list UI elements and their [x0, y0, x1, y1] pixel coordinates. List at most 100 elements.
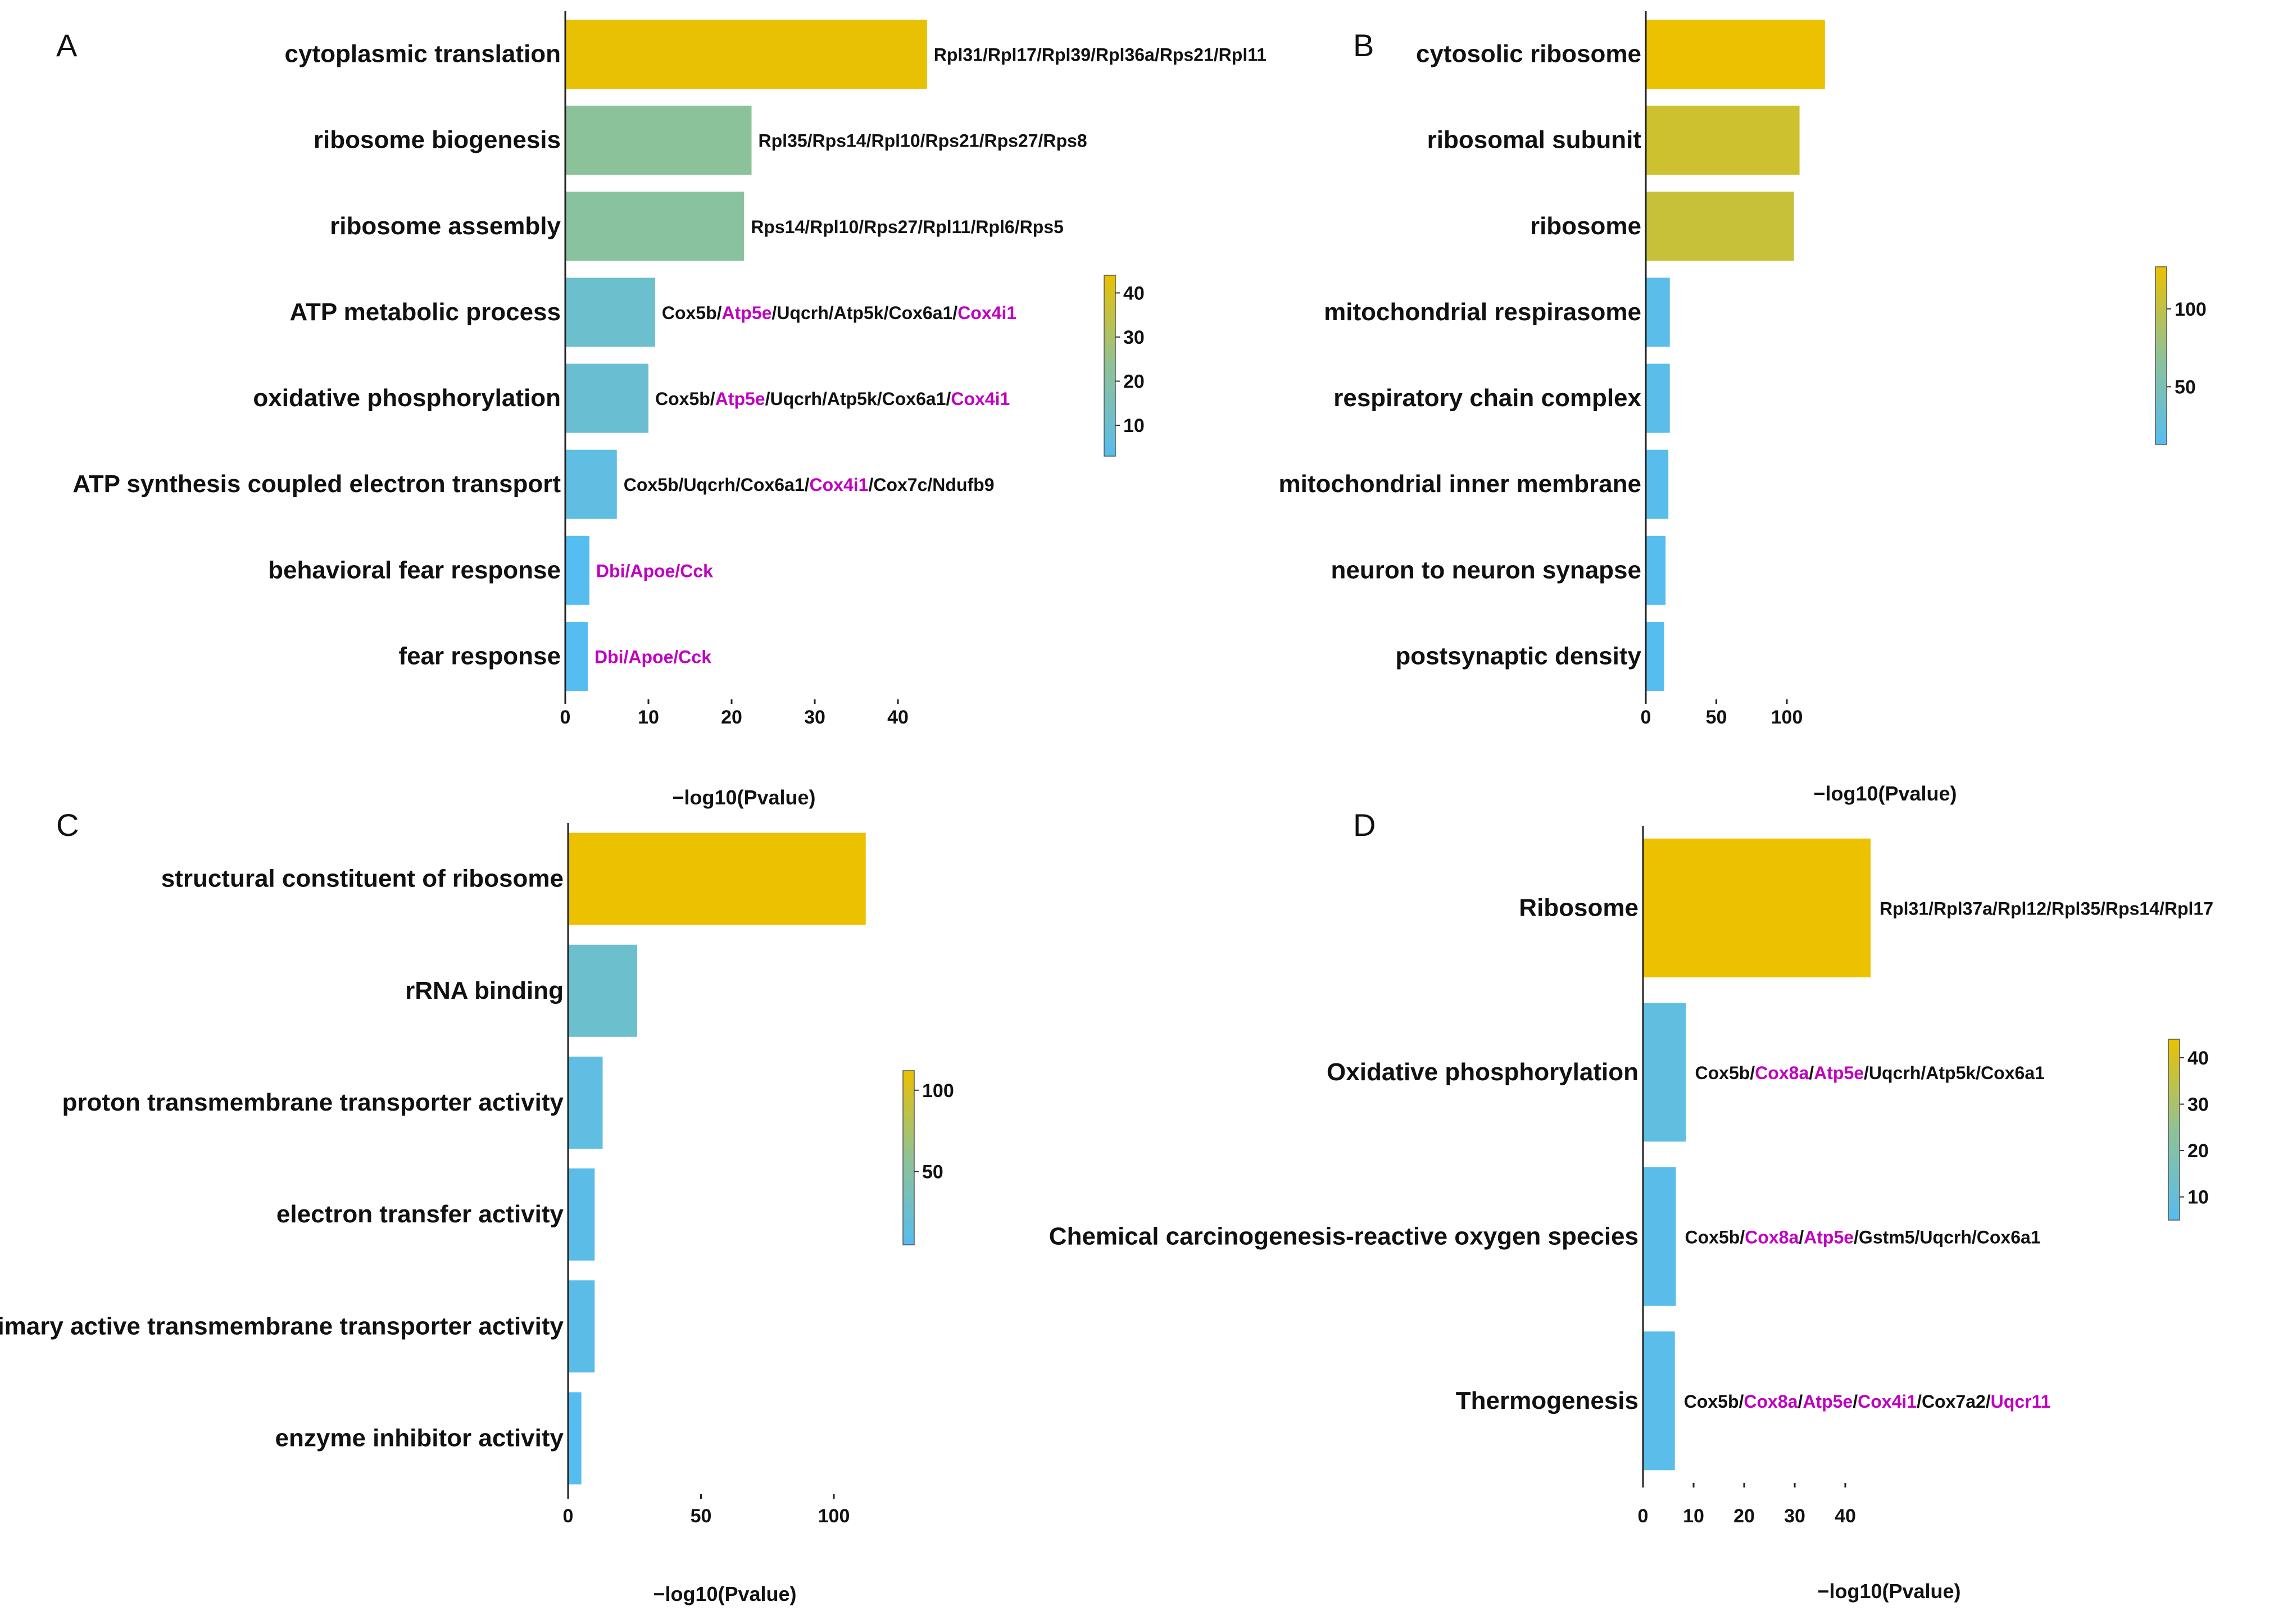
panel-a-bar — [565, 363, 648, 433]
panel-a-colorbar-tick-label: 40 — [1123, 283, 1145, 304]
panel-c-category-label: rRNA binding — [405, 977, 564, 1004]
panel-c-x-axis-label: −log10(Pvalue) — [653, 1582, 796, 1605]
panel-b-category-label: postsynaptic density — [1395, 642, 1641, 670]
panel-d-x-tick-label: 40 — [1835, 1505, 1856, 1527]
panel-a-letter: A — [56, 28, 78, 63]
panel-d-chart: D Ribosome Rpl31/Rpl37a/Rpl12/Rpl35/Rps14/… — [1049, 807, 2213, 1603]
panel-a-colorbar-tick-label: 20 — [1123, 371, 1145, 392]
panel-d-category-label: Thermogenesis — [1456, 1387, 1639, 1414]
panel-a-category-label: oxidative phosphorylation — [253, 384, 561, 412]
panel-a-category-label: ribosome biogenesis — [314, 126, 561, 154]
panel-d-x-tick-label: 30 — [1784, 1505, 1805, 1527]
panel-b-colorbar-tick-label: 100 — [2175, 299, 2207, 320]
panel-c-category-label: primary active transmembrane transporter… — [0, 1312, 564, 1340]
panel-b-category-label: mitochondrial inner membrane — [1279, 470, 1641, 498]
panel-b-bar — [1646, 621, 1664, 691]
panel-a-x-tick-label: 20 — [721, 707, 742, 728]
panel-a-category-label: ATP metabolic process — [289, 298, 561, 326]
panel-a-bar — [565, 20, 927, 89]
panel-a-category-label: ribosome assembly — [330, 212, 561, 240]
panel-d-bar — [1643, 1331, 1675, 1471]
panel-a-bar — [565, 192, 745, 261]
panel-b-letter: B — [1353, 28, 1374, 63]
panel-c-category-label: enzyme inhibitor activity — [275, 1424, 564, 1452]
panel-d-gene-list: Cox5b/Cox8a/Atp5e/Uqcrh/Atp5k/Cox6a1 — [1695, 1063, 2045, 1083]
panel-d-x-tick-label: 0 — [1638, 1505, 1649, 1527]
panel-b-bar — [1646, 278, 1670, 347]
panel-b-category-label: ribosomal subunit — [1427, 126, 1642, 154]
panel-a-gene-list: Dbi/Apoe/Cck — [594, 647, 711, 667]
panel-d-colorbar-tick-label: 10 — [2187, 1187, 2209, 1208]
panel-a-gene-list: Cox5b/Atp5e/Uqcrh/Atp5k/Cox6a1/Cox4i1 — [662, 303, 1016, 323]
panel-b-category-label: cytosolic ribosome — [1416, 40, 1641, 68]
panel-c-colorbar-tick-label: 100 — [922, 1080, 954, 1102]
panel-d-gene-list: Rpl31/Rpl37a/Rpl12/Rpl35/Rps14/Rpl17 — [1880, 898, 2213, 918]
panel-a-x-tick-label: 10 — [638, 707, 659, 728]
panel-a-bar — [565, 621, 588, 691]
panel-c-category-label: structural constituent of ribosome — [161, 865, 564, 893]
panel-a-colorbar-tick-label: 30 — [1123, 327, 1145, 348]
panel-b-category-label: respiratory chain complex — [1333, 384, 1641, 412]
panel-a-gene-list: Rpl35/Rps14/Rpl10/Rps21/Rps27/Rps8 — [759, 131, 1087, 151]
panel-c-bar — [568, 944, 637, 1037]
panel-a-category-label: cytoplasmic translation — [285, 40, 561, 68]
panel-c-x-tick-label: 100 — [818, 1505, 850, 1527]
panel-c-bar — [568, 1056, 603, 1149]
panel-a-gene-list: Dbi/Apoe/Cck — [596, 561, 713, 581]
panel-a-x-tick-label: 30 — [804, 707, 825, 728]
panel-c-x-tick-label: 50 — [691, 1505, 712, 1527]
panel-d-gene-list: Cox5b/Cox8a/Atp5e/Gstm5/Uqcrh/Cox6a1 — [1685, 1227, 2041, 1247]
panel-d-letter: D — [1353, 807, 1376, 843]
panel-b-bar — [1646, 449, 1669, 519]
panel-b-category-label: ribosome — [1530, 212, 1641, 240]
panel-c-letter: C — [56, 807, 79, 843]
panel-a-category-label: fear response — [398, 642, 561, 670]
panel-a-bar — [565, 535, 589, 605]
panel-d-x-axis-label: −log10(Pvalue) — [1817, 1580, 1960, 1603]
panel-c-x-tick-label: 0 — [563, 1505, 574, 1527]
panel-b-x-tick-label: 100 — [1771, 707, 1803, 728]
panel-c-bar — [568, 1280, 595, 1373]
panel-a-gene-list: Cox5b/Atp5e/Uqcrh/Atp5k/Cox6a1/Cox4i1 — [655, 389, 1010, 409]
panel-b-colorbar-tick-label: 50 — [2175, 376, 2196, 398]
panel-c-bar — [568, 1392, 582, 1485]
panel-a-colorbar — [1104, 275, 1116, 457]
panel-b-bar — [1646, 106, 1800, 175]
panel-b-x-axis-label: −log10(Pvalue) — [1813, 782, 1957, 805]
panel-d-colorbar-tick-label: 20 — [2187, 1140, 2209, 1162]
panel-b-bar — [1646, 535, 1666, 605]
panel-d-category-label: Chemical carcinogenesis-reactive oxygen … — [1049, 1222, 1639, 1250]
panel-d-gene-list: Cox5b/Cox8a/Atp5e/Cox4i1/Cox7a2/Uqcr11 — [1684, 1391, 2051, 1412]
panel-b-bar — [1646, 363, 1670, 433]
panel-d-x-tick-label: 10 — [1683, 1505, 1704, 1527]
panel-a-x-tick-label: 40 — [887, 707, 909, 728]
panel-a-bar — [565, 449, 617, 519]
panel-c-category-label: proton transmembrane transporter activit… — [62, 1089, 564, 1116]
panel-c-bar — [568, 1168, 595, 1261]
panel-a-x-tick-label: 0 — [560, 707, 571, 728]
panel-b-bar — [1646, 20, 1825, 89]
panel-a-x-axis-label: −log10(Pvalue) — [672, 786, 815, 809]
panel-d-bar — [1643, 1003, 1686, 1142]
panel-a-bar — [565, 278, 655, 347]
panel-b-x-tick-label: 50 — [1706, 707, 1727, 728]
panel-a-gene-list: Cox5b/Uqcrh/Cox6a1/Cox4i1/Cox7c/Ndufb9 — [624, 475, 995, 495]
panel-c-colorbar — [902, 1070, 915, 1245]
panel-a-gene-list: Rps14/Rpl10/Rps27/Rpl11/Rpl6/Rps5 — [751, 217, 1064, 237]
panel-d-colorbar-tick-label: 30 — [2187, 1094, 2209, 1116]
panel-d-bar — [1643, 1167, 1676, 1306]
panel-b-colorbar — [2155, 266, 2167, 445]
panel-d-category-label: Ribosome — [1519, 894, 1639, 921]
panel-a-category-label: ATP synthesis coupled electron transport — [72, 470, 561, 498]
panel-b-category-label: neuron to neuron synapse — [1331, 556, 1641, 584]
panel-d-colorbar — [2168, 1039, 2180, 1221]
panel-a-bar — [565, 106, 752, 175]
panel-c-bar — [568, 833, 866, 925]
panel-b-category-label: mitochondrial respirasome — [1324, 298, 1641, 326]
panel-b-bar — [1646, 192, 1794, 261]
panel-c-colorbar-tick-label: 50 — [922, 1162, 943, 1183]
